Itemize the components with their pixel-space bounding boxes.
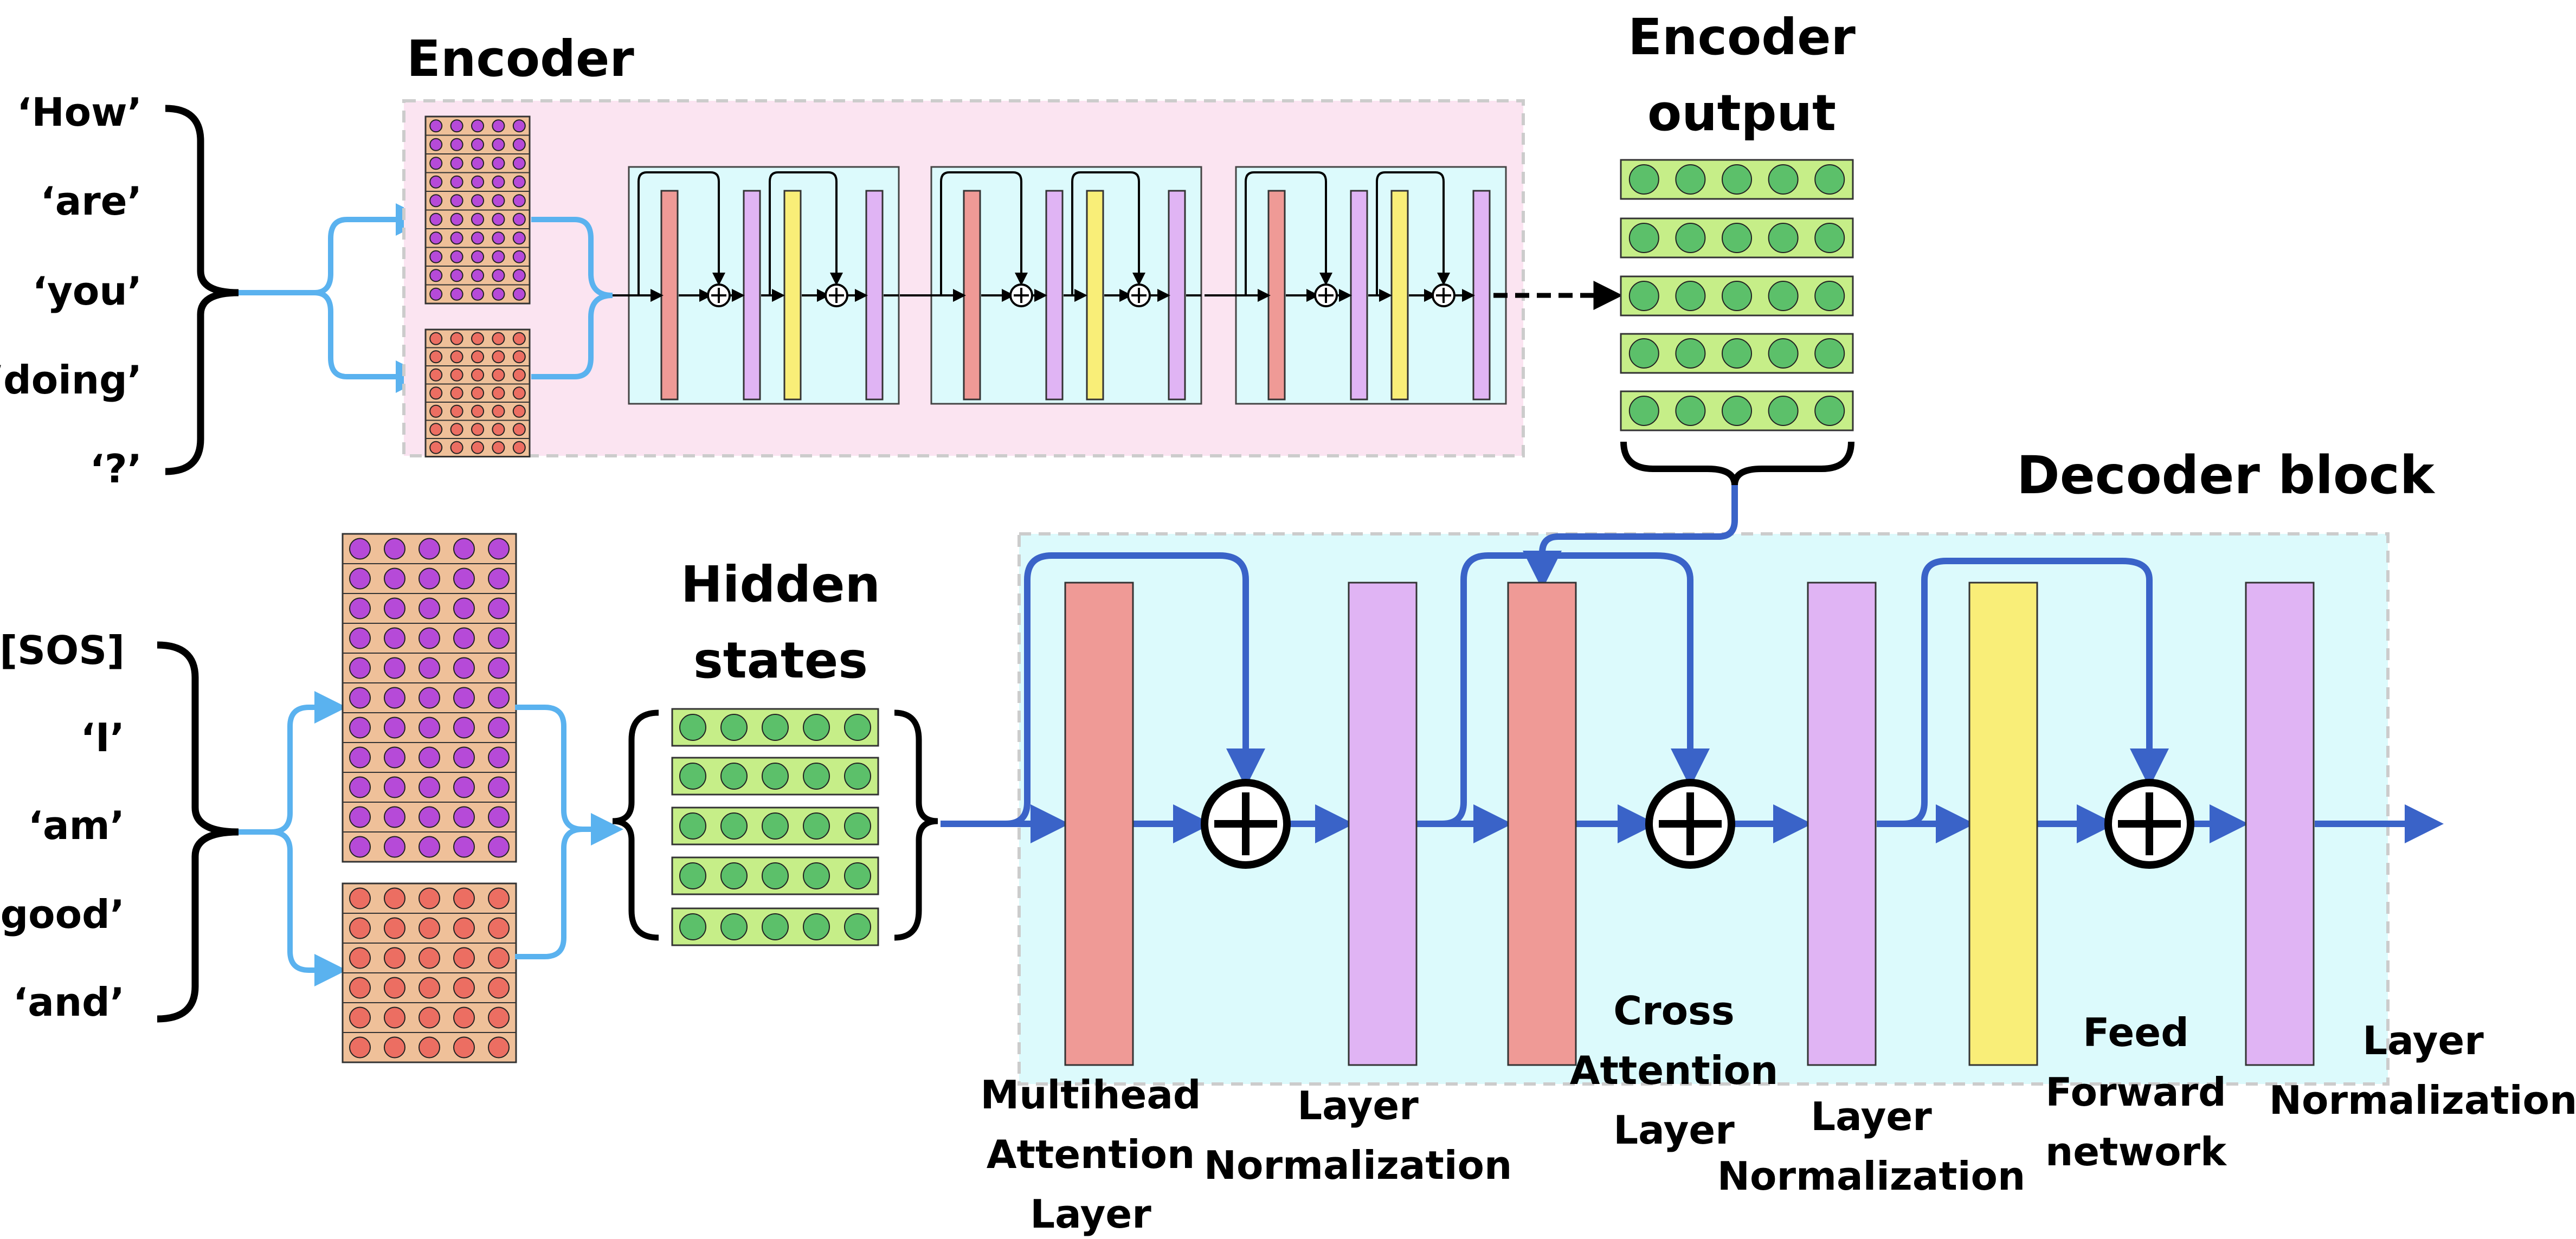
layer-norm-label: Layer [1297, 1083, 1419, 1128]
encoder-token-brace [165, 105, 239, 475]
decoder-input-split [239, 691, 347, 986]
layer-norm-label: Layer [1811, 1094, 1932, 1139]
hidden-states-vectors [671, 708, 879, 946]
encoder-input-tokens: ‘How’ ‘are’ ‘you’ ‘doing’ ‘?’ [0, 89, 142, 492]
layer-normalization-1 [1348, 582, 1418, 1066]
encoder-token: ‘are’ [40, 178, 142, 224]
encoder-mini-blocks [613, 166, 1507, 405]
feed-forward-label: Forward [2045, 1069, 2226, 1115]
multihead-label: Multihead [981, 1072, 1201, 1118]
encoder-input-split [239, 203, 428, 393]
encoder-title: Encoder [407, 30, 634, 88]
hidden-states-title: states [693, 631, 868, 689]
hidden-states-right-brace [894, 709, 938, 941]
encoder-to-cross-attention-arrow [1523, 485, 1738, 590]
multihead-label: Layer [1030, 1191, 1151, 1237]
add-circle [2104, 779, 2194, 869]
encoder-output-title: Encoder [1628, 8, 1856, 66]
multihead-attention-layer [1064, 582, 1134, 1066]
decoder-purple-embedding [342, 533, 517, 863]
cross-attention-label: Layer [1613, 1107, 1735, 1153]
decoder-token-brace [157, 641, 239, 1023]
encoder-token: ‘you’ [33, 268, 142, 314]
decoder-layer-labels: Multihead Attention Layer Layer Normaliz… [981, 988, 2576, 1237]
layer-norm-label: Normalization [2269, 1077, 2576, 1123]
layer-norm-label: Normalization [1204, 1143, 1512, 1188]
decoder-embedding-merge [515, 705, 623, 959]
encoder-purple-embedding [424, 115, 531, 305]
layer-norm-label: Normalization [1717, 1153, 2026, 1199]
encoder-token: ‘?’ [90, 446, 142, 492]
decoder-input-tokens: [SOS] ‘I’ ‘am’ ‘good’ ‘and’ [0, 628, 125, 1025]
decoder-flow-arrows [941, 552, 2444, 843]
encoder-output-brace [1620, 441, 1854, 486]
add-circle [1201, 779, 1291, 869]
feed-forward-layer [1968, 582, 2038, 1066]
encoder-embedding-merge [531, 217, 613, 379]
multihead-label: Attention [987, 1132, 1195, 1177]
cross-attention-layer [1507, 582, 1577, 1066]
feed-forward-label: network [2045, 1129, 2227, 1175]
decoder-token: [SOS] [0, 628, 125, 673]
add-circle [1645, 779, 1735, 869]
decoder-red-embedding [342, 882, 517, 1063]
layer-norm-label: Layer [2362, 1018, 2484, 1063]
decoder-block-title: Decoder block [2017, 445, 2436, 506]
encoder-token: ‘How’ [17, 89, 142, 135]
decoder-token: ‘good’ [0, 892, 125, 937]
cross-attention-label: Cross [1613, 988, 1735, 1034]
layer-normalization-2 [1807, 582, 1877, 1066]
encoder-output-title: output [1647, 84, 1836, 142]
encoder-red-embedding [424, 328, 531, 457]
feed-forward-label: Feed [2083, 1010, 2188, 1055]
cross-attention-label: Attention [1570, 1048, 1778, 1093]
hidden-states-title: Hidden [681, 556, 880, 614]
encoder-output-vectors [1620, 159, 1854, 431]
hidden-states-left-brace [612, 709, 659, 941]
decoder-token: ‘and’ [13, 979, 125, 1025]
decoder-token: ‘I’ [81, 715, 125, 760]
encoder-token: ‘doing’ [0, 357, 142, 403]
decoder-token: ‘am’ [28, 803, 125, 848]
layer-normalization-3 [2245, 582, 2315, 1066]
